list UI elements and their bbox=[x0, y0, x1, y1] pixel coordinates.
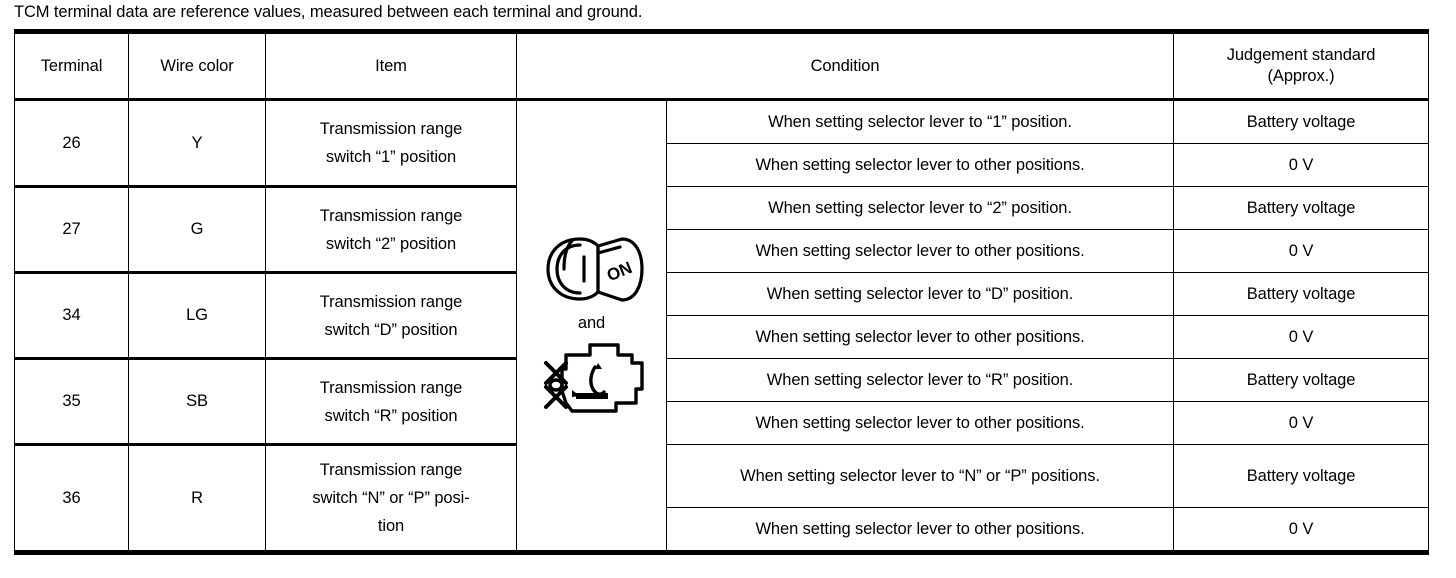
cell-item: Transmission range switch “2” position bbox=[265, 185, 517, 273]
cell-terminal: 34 bbox=[14, 271, 129, 359]
cell-item-line2: switch “2” position bbox=[325, 234, 457, 253]
header-terminal: Terminal bbox=[14, 31, 129, 100]
cell-item-line1: Transmission range bbox=[319, 120, 463, 138]
cell-terminal: 26 bbox=[14, 98, 129, 187]
cell-judgement: 0 V bbox=[1173, 229, 1430, 273]
header-judgement-line2: (Approx.) bbox=[1267, 67, 1335, 85]
cell-condition: When setting selector lever to other pos… bbox=[665, 143, 1175, 187]
cell-condition: When setting selector lever to other pos… bbox=[665, 507, 1175, 553]
cell-judgement: 0 V bbox=[1173, 143, 1430, 187]
cell-judgement: Battery voltage bbox=[1173, 272, 1430, 316]
cell-item: Transmission range switch “1” position bbox=[265, 98, 517, 187]
cell-item: Transmission range switch “D” position bbox=[265, 271, 517, 359]
table-header-row: Terminal Wire color Item Condition Judge… bbox=[14, 31, 1430, 100]
table-row: When setting selector lever to other pos… bbox=[15, 143, 1430, 187]
header-condition: Condition bbox=[515, 31, 1175, 100]
ignition-on-label: ON bbox=[604, 258, 635, 285]
table-row: When setting selector lever to other pos… bbox=[15, 315, 1430, 359]
header-item: Item bbox=[265, 31, 517, 100]
cell-item-line1: Transmission range bbox=[319, 206, 463, 225]
cell-judgement: 0 V bbox=[1173, 401, 1430, 445]
cell-condition: When setting selector lever to “2” posit… bbox=[665, 186, 1175, 230]
cell-judgement: Battery voltage bbox=[1173, 444, 1430, 508]
cell-wire-color: LG bbox=[128, 271, 266, 359]
header-judgement-standard: Judgement standard (Approx.) bbox=[1173, 31, 1430, 100]
cell-wire-color: R bbox=[128, 443, 266, 553]
cell-judgement: 0 V bbox=[1173, 507, 1430, 553]
table-row: 26 Y Transmission range switch “1” posit… bbox=[14, 98, 1430, 553]
cell-condition-icon: ON and bbox=[516, 98, 667, 553]
tcm-terminal-data-table: Terminal Wire color Item Condition Judge… bbox=[14, 29, 1430, 555]
icon-connector-label: and bbox=[577, 313, 606, 332]
table-row: 27 G Transmission range switch “2” posit… bbox=[14, 185, 1430, 273]
cell-judgement: Battery voltage bbox=[1173, 358, 1430, 402]
cell-condition: When setting selector lever to other pos… bbox=[665, 315, 1175, 359]
table-row: 34 LG Transmission range switch “D” posi… bbox=[14, 271, 1430, 359]
cell-condition: When setting selector lever to “R” posit… bbox=[665, 358, 1175, 402]
cell-item: Transmission range switch “R” position bbox=[265, 357, 517, 445]
cell-item-line2: switch “N” or “P” posi- bbox=[312, 489, 470, 507]
cell-wire-color: Y bbox=[128, 98, 266, 187]
cell-item-line2: switch “D” position bbox=[324, 320, 458, 339]
cell-condition: When setting selector lever to other pos… bbox=[665, 229, 1175, 273]
cell-judgement: Battery voltage bbox=[1173, 186, 1430, 230]
cell-condition: When setting selector lever to other pos… bbox=[665, 401, 1175, 445]
table-row: 36 R Transmission range switch “N” or “P… bbox=[14, 443, 1430, 553]
header-judgement-line1: Judgement standard bbox=[1226, 46, 1376, 64]
cell-wire-color: G bbox=[128, 185, 266, 273]
table-caption: TCM terminal data are reference values, … bbox=[14, 3, 643, 21]
header-wire-color: Wire color bbox=[128, 31, 266, 100]
cell-item-line2: switch “R” position bbox=[324, 406, 458, 425]
cell-item-line2: switch “1” position bbox=[325, 148, 457, 166]
icon-stack: ON and bbox=[517, 229, 666, 423]
table-row: 35 SB Transmission range switch “R” posi… bbox=[14, 357, 1430, 445]
table-row: When setting selector lever to other pos… bbox=[15, 507, 1430, 553]
cell-wire-color: SB bbox=[128, 357, 266, 445]
cell-item-line1: Transmission range bbox=[319, 292, 463, 311]
cell-item-line1: Transmission range bbox=[319, 378, 463, 397]
table-row: When setting selector lever to other pos… bbox=[15, 401, 1430, 445]
cell-condition: When setting selector lever to “1” posit… bbox=[665, 98, 1175, 144]
cell-terminal: 27 bbox=[14, 185, 129, 273]
engine-running-icon bbox=[532, 337, 652, 423]
cell-item: Transmission range switch “N” or “P” pos… bbox=[265, 443, 517, 553]
cell-judgement: 0 V bbox=[1173, 315, 1430, 359]
table-row: When setting selector lever to other pos… bbox=[15, 229, 1430, 273]
cell-terminal: 36 bbox=[14, 443, 129, 553]
ignition-key-on-icon: ON bbox=[536, 229, 648, 309]
cell-condition: When setting selector lever to “N” or “P… bbox=[665, 444, 1175, 508]
cell-terminal: 35 bbox=[14, 357, 129, 445]
cell-judgement: Battery voltage bbox=[1173, 98, 1430, 144]
cell-condition: When setting selector lever to “D” posit… bbox=[665, 272, 1175, 316]
cell-item-line1: Transmission range bbox=[319, 461, 463, 479]
cell-item-line3: tion bbox=[377, 517, 405, 535]
